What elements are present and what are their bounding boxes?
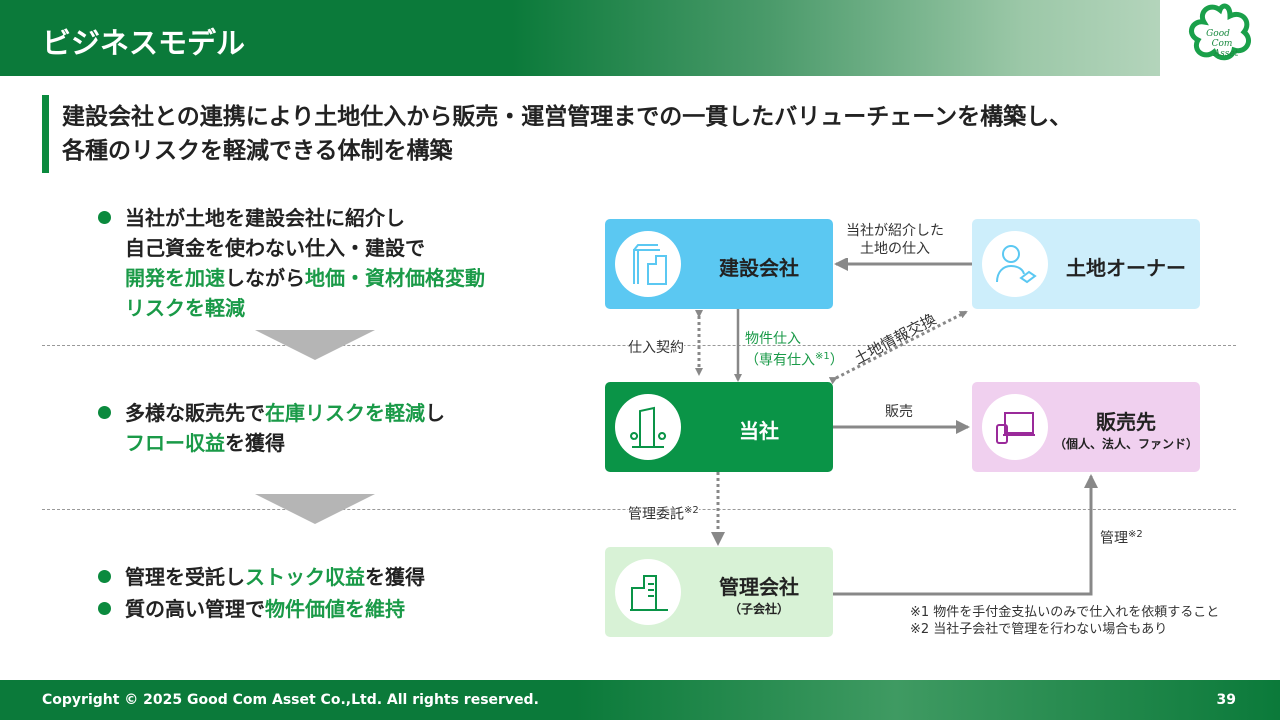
node-label: 管理会社	[719, 575, 799, 599]
bullet-text: 当社が土地を建設会社に紹介し	[125, 206, 405, 230]
footnote: ※1 物件を手付金支払いのみで仕入れを依頼すること	[910, 605, 1220, 620]
node-sublabel: （子会社）	[728, 602, 789, 616]
bullet-text: しながら	[225, 266, 305, 290]
bullet-highlight: 物件価値を維持	[265, 597, 405, 621]
bullet-text: を獲得	[365, 565, 425, 589]
bullet-highlight: 開発を加速	[125, 266, 225, 290]
down-arrow-icon	[255, 494, 375, 524]
bullet-item: 多様な販売先で在庫リスクを軽減しフロー収益を獲得	[98, 398, 445, 458]
bullet-item: 管理を受託しストック収益を獲得	[98, 562, 425, 592]
label-text: ）	[829, 352, 844, 369]
label-sup: ※1	[815, 351, 830, 362]
node-construction: 建設会社	[605, 219, 833, 309]
bullet-dot-icon	[98, 211, 111, 224]
bullet-highlight: リスクを軽減	[125, 296, 245, 320]
label-text: 物件仕入	[745, 331, 801, 347]
bullet-text: 多様な販売先で	[125, 401, 265, 425]
bullet-text: 管理を受託し	[125, 565, 245, 589]
bullet-text: を獲得	[225, 431, 285, 455]
arrow-land-info	[828, 310, 968, 385]
copyright: Copyright © 2025 Good Com Asset Co.,Ltd.…	[42, 692, 539, 708]
node-buyers: 販売先 （個人、法人、ファンド）	[972, 382, 1200, 472]
label-text: 土地の仕入	[860, 241, 930, 257]
bullet-item: 質の高い管理で物件価値を維持	[98, 594, 405, 624]
label-text: 当社が紹介した	[846, 223, 944, 239]
footnote: ※2 当社子会社で管理を行わない場合もあり	[910, 622, 1168, 637]
bullet-text: し	[425, 401, 445, 425]
node-sublabel: （個人、法人、ファンド）	[1053, 437, 1198, 451]
label-land-purchase: 当社が紹介した土地の仕入	[846, 222, 944, 258]
node-label: 当社	[739, 419, 779, 443]
lead-line-1: 建設会社との連携により土地仕入から販売・運営管理までの一貫したバリューチェーンを…	[62, 104, 1073, 130]
arrow-manage	[832, 474, 1098, 596]
label-property-purchase: 物件仕入 （専有仕入※1）	[745, 330, 844, 370]
bullet-text: 自己資金を使わない仕入・建設で	[125, 236, 425, 260]
crane-icon	[615, 231, 681, 297]
bullet-dot-icon	[98, 570, 111, 583]
node-label: 土地オーナー	[1066, 256, 1186, 280]
lead-line-2: 各種のリスクを軽減できる体制を構築	[62, 138, 453, 164]
label-text: 管理委託	[628, 506, 684, 523]
label-purchase-contract: 仕入契約	[628, 339, 684, 357]
label-text: （専有仕入	[745, 352, 815, 369]
down-arrow-icon	[255, 330, 375, 360]
bullet-highlight: フロー収益	[125, 431, 225, 455]
label-sup: ※2	[1128, 529, 1143, 540]
svg-text:Asset: Asset	[1213, 49, 1239, 59]
footer-bar: Copyright © 2025 Good Com Asset Co.,Ltd.…	[0, 680, 1280, 720]
label-manage: 管理※2	[1100, 526, 1143, 548]
label-text: 管理	[1100, 530, 1128, 547]
lead-heading: 建設会社との連携により土地仕入から販売・運営管理までの一貫したバリューチェーンを…	[62, 100, 1072, 168]
node-label: 販売先	[1096, 410, 1156, 434]
svg-text:Com: Com	[1212, 39, 1233, 49]
svg-text:Good: Good	[1206, 29, 1230, 39]
node-management-company: 管理会社 （子会社）	[605, 547, 833, 637]
label-mgmt-contract: 管理委託※2	[628, 502, 699, 524]
bullet-dot-icon	[98, 602, 111, 615]
footnotes: ※1 物件を手付金支払いのみで仕入れを依頼すること ※2 当社子会社で管理を行わな…	[910, 604, 1219, 638]
page-number: 39	[1216, 692, 1236, 708]
devices-icon	[982, 394, 1048, 460]
person-icon	[982, 231, 1048, 297]
node-company: 当社	[605, 382, 833, 472]
heading-accent-bar	[42, 95, 49, 173]
bullet-dot-icon	[98, 406, 111, 419]
label-sup: ※2	[684, 505, 699, 516]
node-land-owner: 土地オーナー	[972, 219, 1200, 309]
node-label: 建設会社	[719, 256, 799, 280]
page-title: ビジネスモデル	[42, 26, 246, 60]
bullet-highlight: ストック収益	[245, 565, 365, 589]
bullet-text: 質の高い管理で	[125, 597, 265, 621]
header-bar: ビジネスモデル	[0, 0, 1280, 76]
bullet-highlight: 地価・資材価格変動	[305, 266, 485, 290]
building-icon	[615, 394, 681, 460]
label-sale: 販売	[885, 403, 913, 421]
bullet-item: 当社が土地を建設会社に紹介し自己資金を使わない仕入・建設で開発を加速しながら地価…	[98, 203, 485, 323]
office-building-icon	[615, 559, 681, 625]
bullet-highlight: 在庫リスクを軽減	[265, 401, 425, 425]
